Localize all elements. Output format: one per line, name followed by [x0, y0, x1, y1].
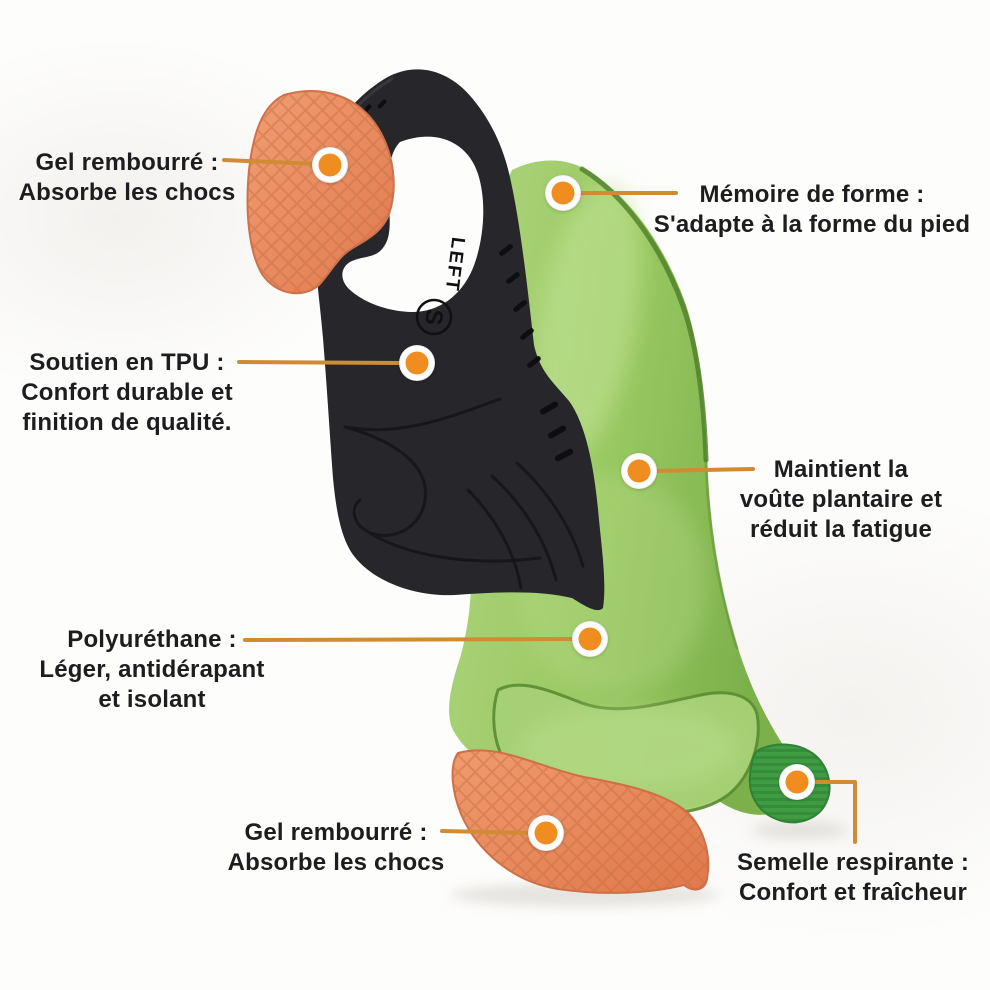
callout-line: Léger, antidérapant — [39, 656, 265, 683]
gel-pad-top-texture — [247, 91, 394, 294]
size-marking-circle — [415, 298, 453, 336]
marker-gel-top — [312, 147, 348, 183]
callout-line: Confort et fraîcheur — [738, 879, 968, 906]
callout-gel-bottom: Gel rembourré : Absorbe les chocs — [228, 818, 445, 878]
marker-polyurethane — [572, 621, 608, 657]
callout-line: Mémoire de forme : — [699, 181, 925, 208]
callout-soutien-tpu: Soutien en TPU : Confort durable et fini… — [21, 348, 233, 438]
callout-polyurethane: Polyuréthane : Léger, antidérapant et is… — [39, 625, 264, 715]
callout-line: Confort durable et — [21, 379, 233, 406]
marker-semelle — [779, 764, 815, 800]
callout-memoire: Mémoire de forme : S'adapte à la forme d… — [654, 180, 971, 240]
gel-pad-bottom-texture — [452, 750, 709, 893]
shadow-under-sole-pad — [752, 821, 848, 839]
insole-dark-rim — [579, 166, 709, 463]
marker-dot — [627, 459, 651, 483]
connector-voute — [651, 467, 755, 473]
callout-line: voûte plantaire et — [739, 486, 943, 513]
marker-dot — [534, 821, 558, 845]
marker-memoire — [545, 175, 581, 211]
callout-voute: Maintient la voûte plantaire et réduit l… — [740, 455, 942, 545]
callout-line: Soutien en TPU : — [29, 349, 225, 376]
insole-right-edge-line — [704, 458, 739, 650]
callout-line: Absorbe les chocs — [227, 849, 445, 876]
callout-line: S'adapte à la forme du pied — [653, 211, 971, 238]
connector-semelle — [809, 780, 857, 844]
connector-soutien-tpu — [237, 360, 406, 365]
callout-line: Gel rembourré : — [35, 149, 219, 176]
connector-polyurethane — [243, 637, 579, 642]
callout-gel-top: Gel rembourré : Absorbe les chocs — [19, 148, 236, 208]
tpu-vent-slits — [347, 99, 574, 462]
marker-dot — [551, 181, 575, 205]
marker-dot — [318, 153, 342, 177]
insole-dome-highlight — [534, 181, 642, 459]
marker-gel-bottom — [528, 815, 564, 851]
size-marking: S — [415, 298, 453, 336]
size-marking-letter: S — [419, 307, 448, 326]
gel-pad-bottom — [451, 749, 710, 894]
callout-line: finition de qualité. — [22, 409, 232, 436]
callout-line: Polyuréthane : — [67, 626, 237, 653]
callout-line: réduit la fatigue — [749, 516, 933, 543]
connector-gel-top — [222, 158, 320, 166]
connector-lines — [222, 158, 857, 844]
callout-line: Semelle respirante : — [736, 849, 970, 876]
connector-gel-bottom — [440, 829, 535, 835]
callout-line: Maintient la — [773, 456, 909, 483]
marker-dot — [405, 351, 429, 375]
callout-line: Absorbe les chocs — [18, 179, 236, 206]
marker-dot — [785, 770, 809, 794]
inset-highlight — [520, 706, 740, 790]
callout-line: Gel rembourré : — [244, 819, 428, 846]
callout-line: et isolant — [98, 686, 206, 713]
tpu-ridge-lines — [343, 397, 585, 590]
gel-pad-top — [246, 90, 395, 295]
marker-soutien-tpu — [399, 345, 435, 381]
marker-dot — [578, 627, 602, 651]
marker-voute — [621, 453, 657, 489]
callout-semelle: Semelle respirante : Confort et fraîcheu… — [737, 848, 969, 908]
